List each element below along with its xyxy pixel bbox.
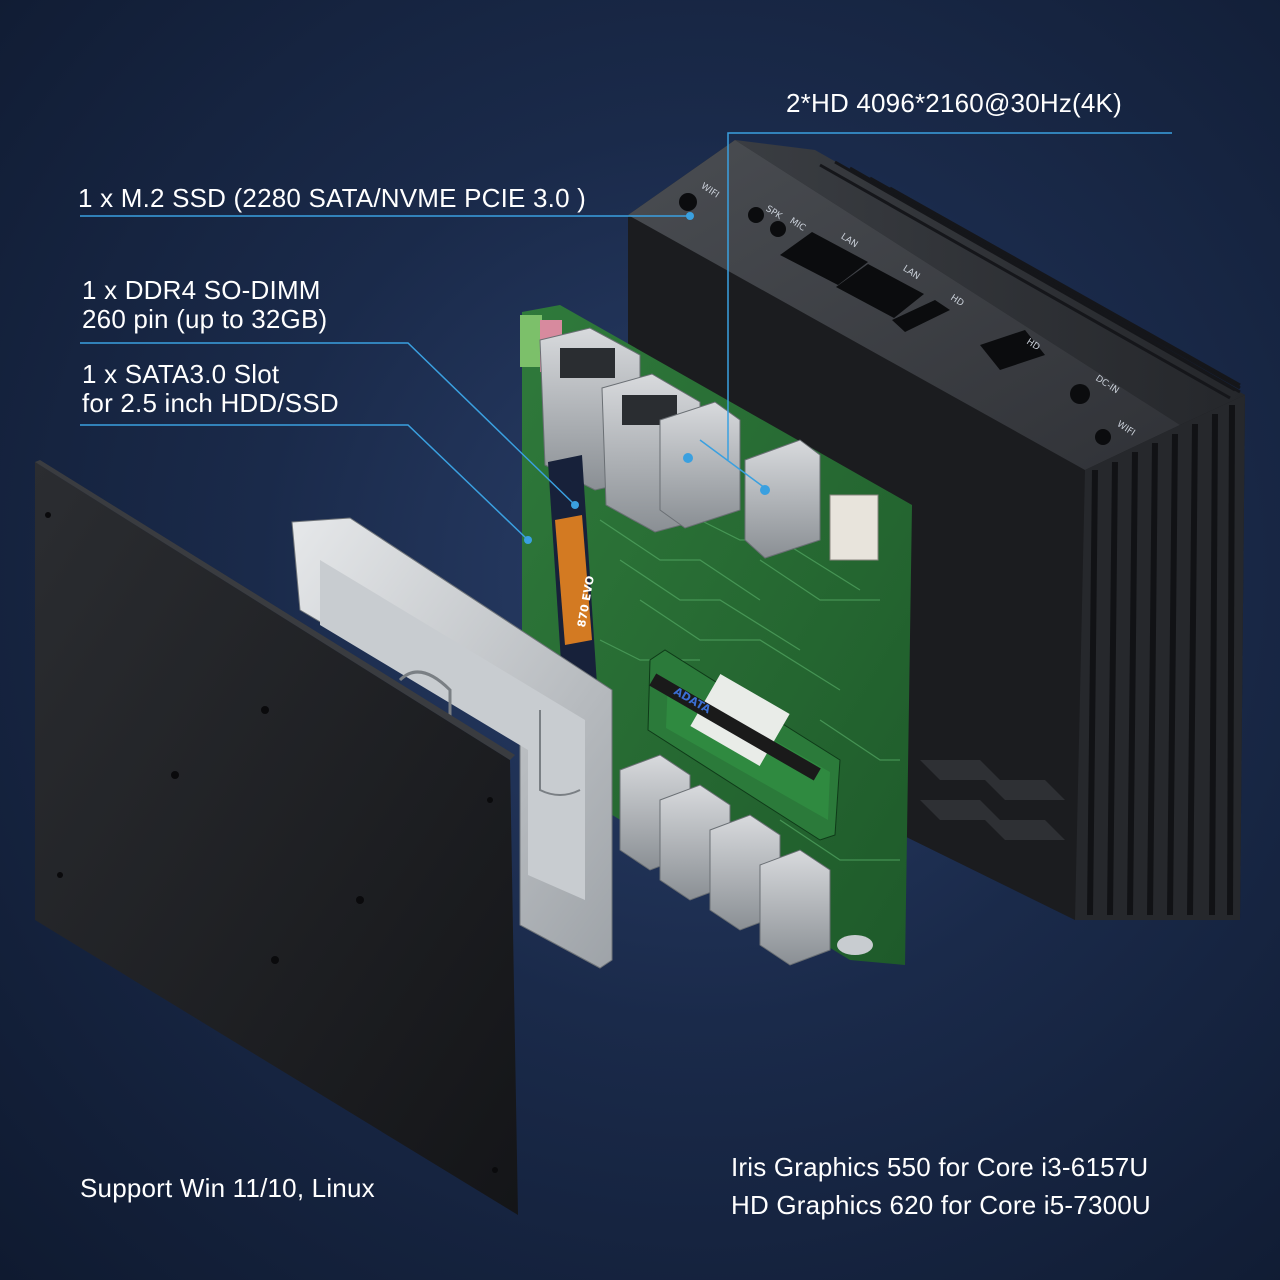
spk-jack-hole: [748, 207, 764, 223]
motherboard: [520, 305, 912, 966]
wifi-antenna-hole: [679, 193, 697, 211]
hdd-bracket: [291, 517, 613, 969]
mic-jack-hole: [770, 221, 786, 237]
callout-sata-line1: 1 x SATA3.0 Slot: [82, 359, 280, 389]
callout-lines: [80, 132, 1172, 541]
hd2-cutout: [980, 330, 1045, 370]
callout-sata-line2: for 2.5 inch HDD/SSD: [82, 388, 339, 418]
gpu-line2: HD Graphics 620 for Core i5-7300U: [731, 1190, 1151, 1220]
lan1-cutout: [780, 232, 868, 285]
m2-ssd: [548, 455, 598, 708]
usb-ports: [619, 754, 831, 966]
lan2-cutout: [836, 264, 924, 318]
callout-ram-line1: 1 x DDR4 SO-DIMM: [82, 275, 321, 305]
os-support-text: Support Win 11/10, Linux: [80, 1173, 375, 1203]
dc-in-jack: [829, 494, 879, 561]
callout-hdmi: 2*HD 4096*2160@30Hz(4K): [786, 88, 1122, 118]
gpu-line1: Iris Graphics 550 for Core i3-6157U: [731, 1152, 1149, 1182]
callout-ram-line2: 260 pin (up to 32GB): [82, 304, 328, 334]
cmos-battery: [837, 935, 873, 955]
callout-m2-ssd: 1 x M.2 SSD (2280 SATA/NVME PCIE 3.0 ): [78, 183, 587, 213]
callout-line-hdmi: [727, 132, 1172, 460]
callout-line-ram: [80, 342, 576, 506]
hdmi-port-2: [744, 439, 821, 559]
dcin-hole: [1070, 384, 1090, 404]
audio-jack-green: [520, 315, 542, 367]
chassis-top-fins: [735, 140, 1245, 425]
ram-module: [647, 649, 841, 841]
hdmi-port-1: [659, 401, 741, 529]
wifi-side-hole: [1095, 429, 1111, 445]
bottom-panel: [35, 460, 518, 1215]
chassis-side-fins: [1075, 395, 1245, 920]
hd1-cutout: [892, 300, 950, 332]
callout-line-sata: [80, 424, 529, 541]
